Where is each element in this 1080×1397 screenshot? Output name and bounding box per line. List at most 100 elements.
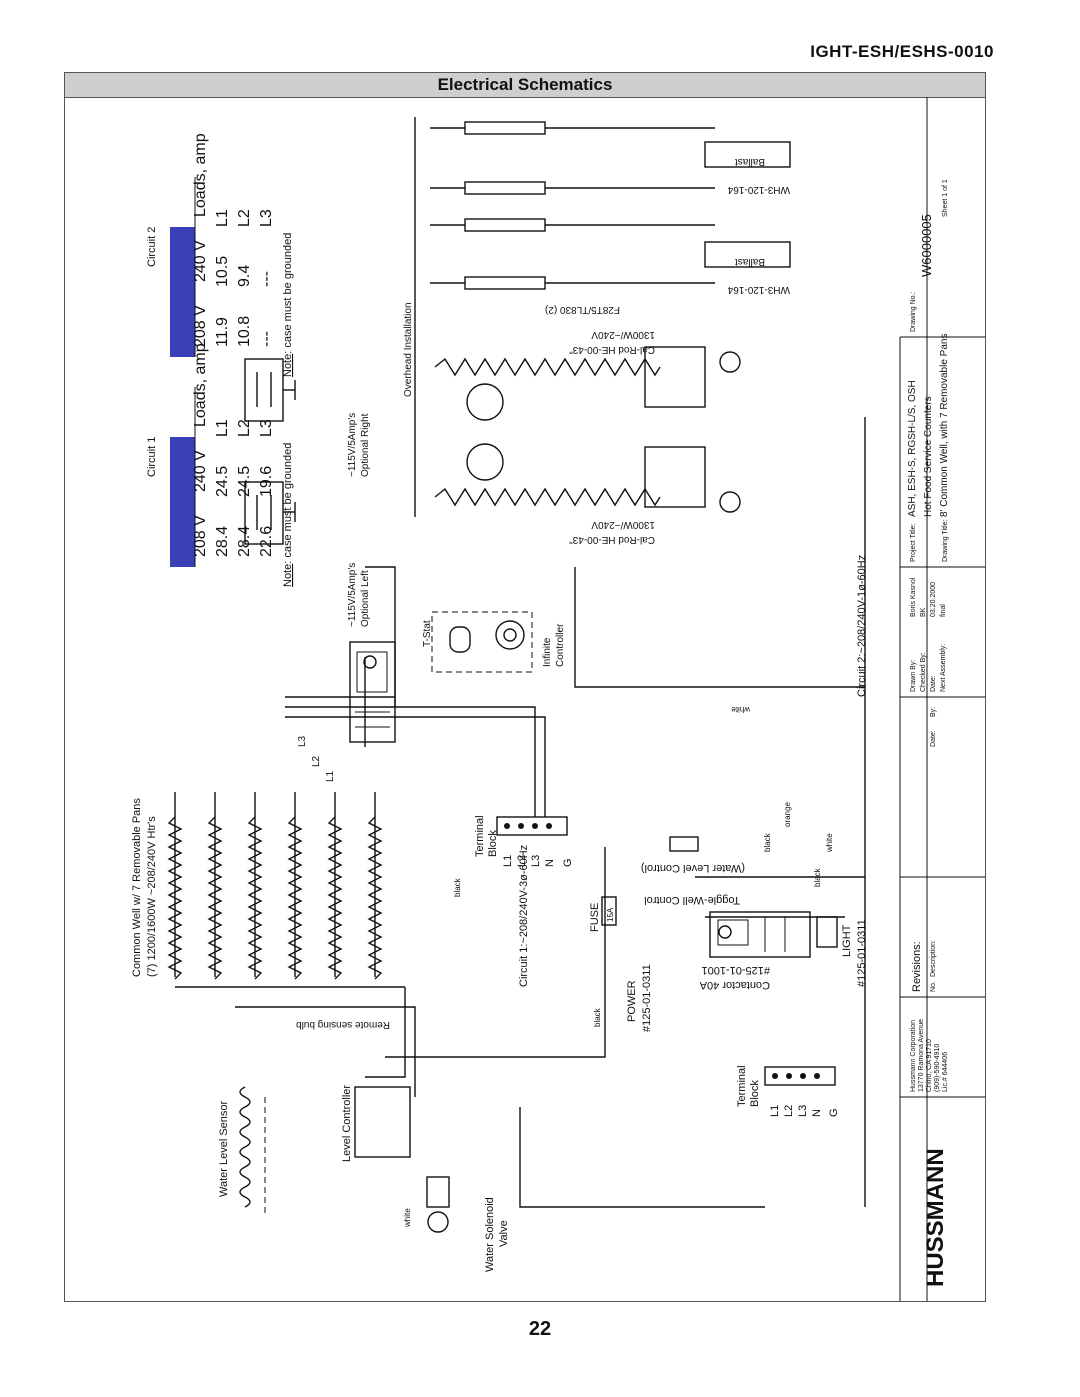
terminal1-label-a: Terminal [474,815,486,857]
infinite-label-b: Controller [555,623,566,667]
c1-l1-208: 24.5 [214,466,231,497]
contactor-label-a: Contactor 40A [699,979,770,991]
c2-l2: L2 [236,209,253,227]
drawing-title: 8' Common Well, with 7 Removable Pans [939,334,950,517]
infinite-label-a: Infinite [542,637,553,667]
ballast-1-label: Ballast [735,156,765,167]
col-208: 208 V [192,515,209,557]
c2-l3-208: --- [258,271,275,287]
terminal1-label-b: Block [487,830,499,857]
address-line-2: Chino, CA 91710 [926,1039,933,1092]
c2-l2-240: 10.8 [236,316,253,347]
wire-orange: orange [783,802,792,827]
well-heaters: Common Well w/ 7 Removable Pans (7) 1200… [131,798,390,1030]
schematic-diagram: Circuit 1 208 V 240 V Loads, amp 28.4 24… [131,97,985,1301]
toggle-label-a: Toggle-Well Control [644,894,740,906]
outlet-right-rating: ~115V/5Amp's [347,413,358,477]
c2-l3: L3 [258,209,275,227]
address-line-3: (909)-590-4910 [934,1044,941,1092]
page-number: 22 [528,1318,552,1340]
table-accent [170,437,195,567]
solenoid-label-b: Valve [498,1220,510,1247]
terminal2-label-a: Terminal [736,1065,748,1107]
t2-pin-n: N [811,1109,823,1117]
overhead-installation: Overhead Installation Ballast WH3-120-16… [403,117,791,517]
wire-white-2: white [731,705,751,714]
rev-col-desc: Description: [930,940,937,977]
t1-pin-l1: L1 [502,855,514,867]
ballast-2 [704,241,791,268]
col-240: 240 V [192,450,209,492]
wire-black-1: black [453,877,462,897]
loads-head: Loads, amp [192,343,209,427]
light-label-a: LIGHT [841,924,853,957]
company-name: Hussmann Corporation [910,1020,917,1092]
fuse-label: FUSE [589,903,601,932]
t1-pin-l3: L3 [530,855,542,867]
heaters-label-a: Common Well w/ 7 Removable Pans [131,798,143,977]
wire-white-3: white [403,1208,412,1228]
calrod-upper-a: Cal-Rod HE-00-43" [569,344,655,355]
rev-col-date: Date: [930,730,937,747]
light-switch: LIGHT #125-01-0311 [816,916,868,987]
wire-l2: L2 [311,755,322,767]
contactor-label-b: #125-01-1001 [701,964,770,976]
calrod-lower-a: Cal-Rod HE-00-43" [569,534,655,545]
circuit2-supply: Circuit 2:~208/240V-1ø-60Hz [856,555,868,697]
t2-pin-l1: L1 [769,1105,781,1117]
project-title-b: Hot Food Service Counters [923,396,934,517]
c2-l1-208: 10.5 [214,256,231,287]
heaters-label-b: (7) 1200/1600W ~208/240V Htr's [146,816,158,977]
lamp-tube [464,121,546,135]
drawing-no: W6000005 [919,214,934,277]
toggle-label-b: (Water Level Control) [641,862,745,874]
c2-l1-240: 11.9 [214,317,231,347]
drawn-by-label: Drawn By: [910,660,917,692]
outlet-right: ~115V/5Amp's Optional Right [244,358,371,477]
next-assembly: final [940,604,947,617]
infinite-switch-lower [644,446,706,508]
lamp-tube [464,276,546,290]
level-controller-label: Level Controller [341,1085,353,1162]
circuit1-supply: Circuit 1:~208/240V-3ø-60Hz [518,845,530,987]
c1-l1: L1 [214,419,231,437]
toggle-well-control: Toggle-Well Control (Water Level Control… [641,836,745,906]
t2-pin-l2: L2 [783,1105,795,1117]
rev-col-by: By: [930,707,937,717]
water-level-section: Water Level Sensor Level Controller Wate… [218,1085,510,1272]
t1-pin-n: N [544,859,556,867]
circuit1-title: Circuit 1 [146,437,158,477]
loads-head: Loads, amp [192,133,209,217]
wire-l3: L3 [297,735,308,747]
c2-l3-240: --- [258,331,275,347]
col-208: 208 V [192,305,209,347]
contactor-lower: Contactor 40A #125-01-1001 [699,911,811,991]
calrod-upper-b: 1300W/~240V [591,329,655,340]
c1-note: Note: case must be grounded [282,443,294,587]
project-title-a: ASH, ESH-S, RGSH-L/S, OSH [907,380,918,517]
power-switch: POWER #125-01-0311 [626,964,653,1032]
light-label-b: #125-01-0311 [856,919,868,987]
schematic-frame: Electrical Schematics Circuit 1 208 V 24… [64,72,986,1302]
lamp-tube [464,181,546,195]
power-label-b: #125-01-0311 [641,964,653,1032]
address-line-1: 13770 Ramona Avenue [918,1019,925,1092]
solenoid-label-a: Water Solenoid [484,1197,496,1272]
checked-by-label: Checked By: [920,652,927,692]
drawing-title-label: Drawing Title: [942,520,949,562]
infinite-switch-upper [644,346,706,408]
loads-table-circuit1: Circuit 1 208 V 240 V Loads, amp 28.4 24… [146,343,294,587]
drawing-no-label: Drawing No.: [910,291,917,332]
thermostat-symbol [466,383,504,421]
t1-pin-g: G [562,858,574,867]
date: 03.20.2000 [930,582,937,617]
c1-l3: L3 [258,419,275,437]
solenoid-s-icon [427,1211,449,1233]
terminal-block-2: Terminal Block L1 L2 L3 N G [736,1065,840,1117]
terminal2-label-b: Block [749,1080,761,1107]
wire-black-3: black [763,832,772,852]
tstat-label: T-Stat [422,620,433,647]
sheet-number: Sheet 1 of 1 [942,179,949,217]
outlet-left-label: Optional Left [360,570,371,627]
thermostat-symbol [466,443,504,481]
